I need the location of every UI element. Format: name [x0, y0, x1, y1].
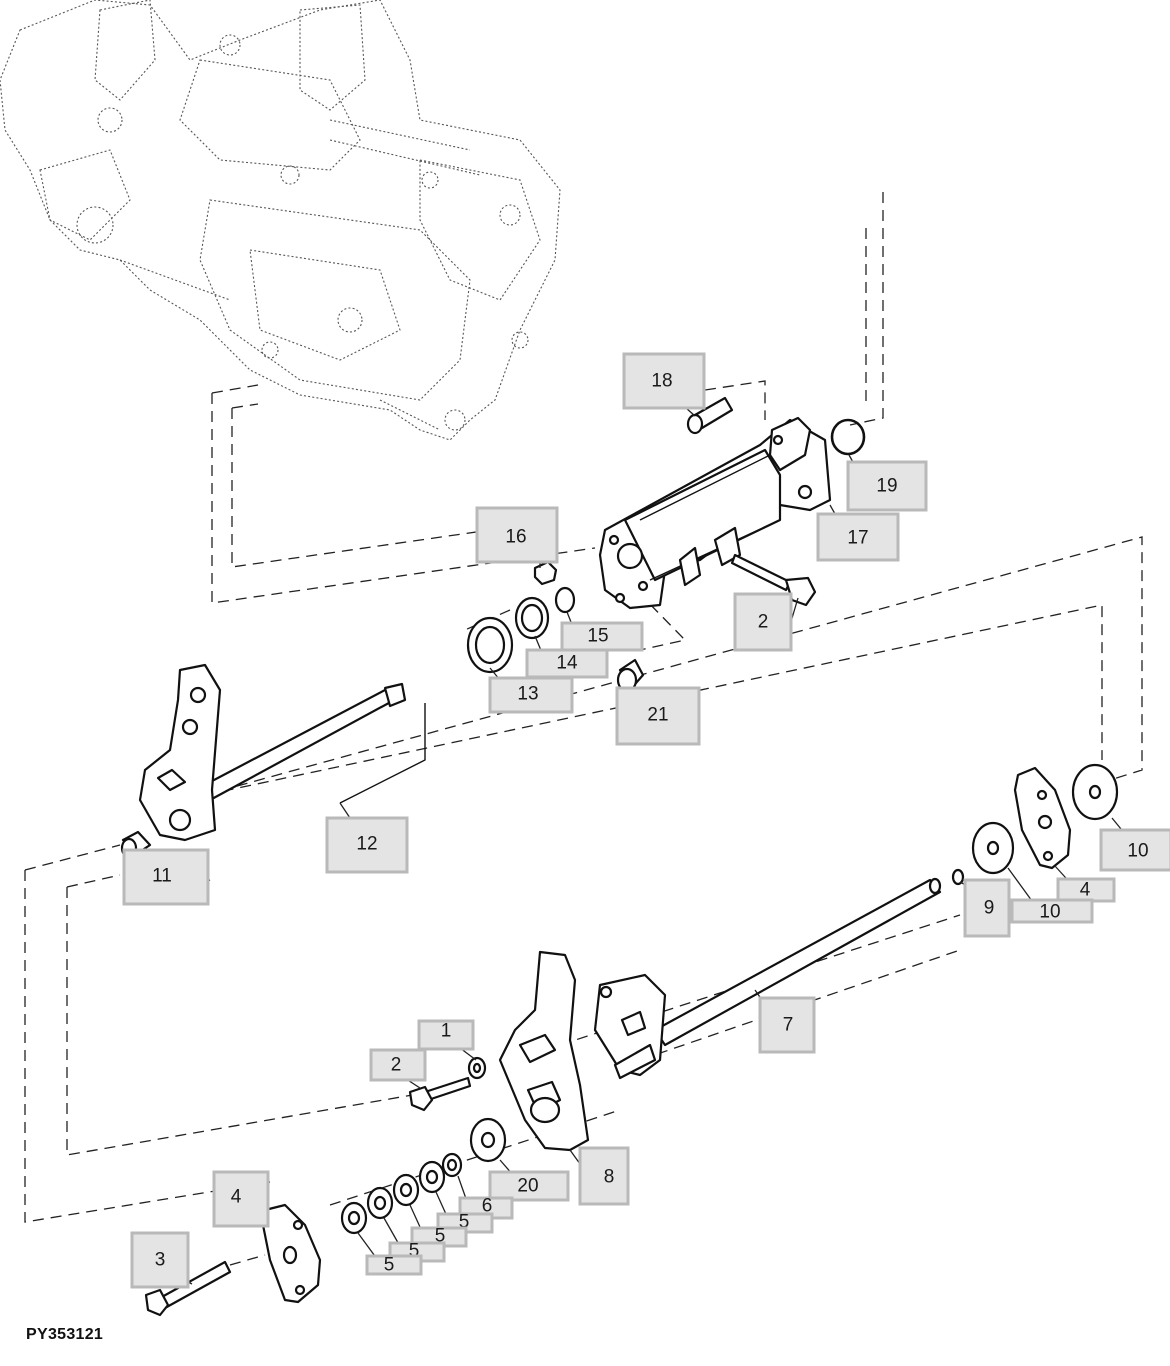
part-2-bolt-lower	[408, 1076, 472, 1112]
svg-text:5: 5	[435, 1226, 446, 1247]
svg-text:5: 5	[384, 1255, 395, 1276]
part-3-bolt	[144, 1260, 232, 1317]
callout-12: 12	[325, 816, 409, 874]
svg-text:2: 2	[391, 1055, 402, 1076]
svg-text:21: 21	[647, 705, 668, 726]
svg-text:10: 10	[1127, 841, 1148, 862]
part-21-spacer	[616, 658, 645, 693]
svg-text:6: 6	[482, 1196, 493, 1217]
part-10-washer-left	[971, 821, 1015, 875]
callout-15: 15	[560, 621, 644, 652]
callout-4-lower: 4	[212, 1170, 270, 1228]
svg-text:2: 2	[758, 612, 769, 633]
svg-text:4: 4	[231, 1187, 242, 1208]
callout-4-upper: 4	[1056, 877, 1116, 903]
callout-21: 21	[615, 686, 701, 746]
callout-3: 3	[130, 1231, 190, 1289]
part-12-lever-shaft	[138, 663, 426, 842]
callout-2-lower: 2	[369, 1048, 427, 1082]
svg-text:20: 20	[517, 1176, 538, 1197]
svg-text:3: 3	[155, 1250, 166, 1271]
svg-text:9: 9	[984, 898, 995, 919]
svg-text:16: 16	[505, 527, 526, 548]
callout-20: 20	[488, 1170, 570, 1202]
part-20-washer	[469, 1117, 507, 1163]
callout-18: 18	[622, 352, 706, 410]
svg-text:5: 5	[459, 1212, 470, 1233]
callout-9: 9	[963, 878, 1011, 938]
svg-text:13: 13	[517, 684, 538, 705]
svg-text:14: 14	[556, 653, 578, 674]
part-18-cap-screw	[686, 396, 734, 435]
callout-13: 13	[488, 676, 574, 714]
svg-text:11: 11	[152, 866, 172, 887]
callout-8: 8	[578, 1146, 630, 1206]
svg-text:12: 12	[356, 834, 377, 855]
part-14-seal	[514, 596, 550, 640]
figure-id-label: PY353121	[26, 1326, 104, 1343]
svg-text:1: 1	[441, 1021, 452, 1042]
svg-text:4: 4	[1080, 880, 1091, 901]
part-7-shaft	[593, 877, 942, 1080]
callout-17: 17	[816, 512, 900, 562]
svg-text:10: 10	[1039, 902, 1060, 923]
callout-5-d: 5	[365, 1254, 423, 1276]
svg-text:7: 7	[783, 1015, 794, 1036]
part-10-washer-right	[1071, 763, 1119, 821]
part-19-o-ring	[830, 418, 866, 456]
svg-text:19: 19	[876, 476, 897, 497]
callout-7: 7	[758, 996, 816, 1054]
part-15-o-ring	[554, 586, 576, 614]
part-9-ring	[951, 868, 965, 886]
svg-text:18: 18	[651, 371, 672, 392]
part-2-bolt-upper	[730, 553, 817, 607]
ghost-housing	[0, 0, 561, 441]
callout-11: 11	[122, 848, 210, 906]
callout-19: 19	[846, 460, 928, 512]
part-16-nut	[533, 560, 558, 586]
part-1-washer	[467, 1056, 487, 1080]
callout-2-upper: 2	[733, 592, 793, 652]
svg-text:15: 15	[587, 626, 608, 647]
svg-text:17: 17	[847, 528, 868, 549]
part-8-lever-plate	[498, 950, 590, 1152]
part-4-plate-lower	[260, 1203, 322, 1304]
callout-10-right: 10	[1099, 828, 1170, 872]
part-13-bushing	[466, 616, 514, 674]
callout-10-left: 10	[1010, 898, 1094, 924]
svg-text:8: 8	[604, 1167, 615, 1188]
part-4-plate-upper	[1013, 766, 1072, 870]
callout-1: 1	[417, 1019, 475, 1051]
svg-text:5: 5	[409, 1241, 420, 1262]
part-6-and-5-washers	[340, 1152, 463, 1235]
part-17-housing	[598, 416, 832, 610]
callout-16: 16	[475, 506, 559, 564]
callout-14: 14	[525, 648, 609, 679]
